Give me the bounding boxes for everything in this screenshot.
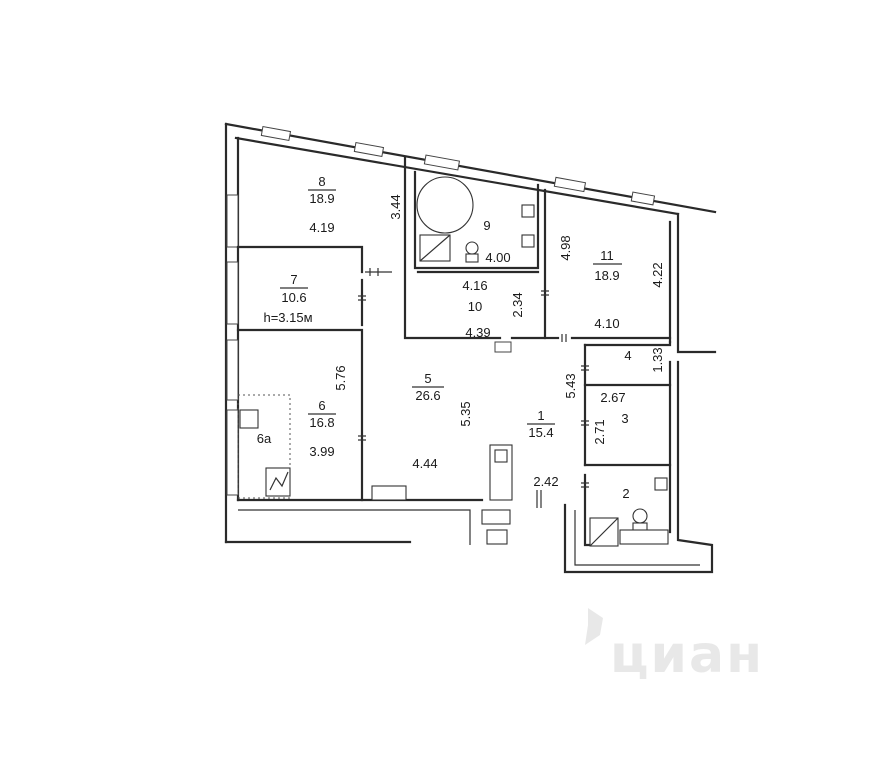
toilet-9 xyxy=(465,241,479,255)
shower-diagonal-9 xyxy=(419,234,451,262)
room-5-dim-b: 4.44 xyxy=(412,456,437,471)
room-2-number: 2 xyxy=(622,486,629,501)
radiator-entry xyxy=(481,509,511,525)
room-4-dim: 1.33 xyxy=(650,347,665,372)
wall-7-6 xyxy=(236,328,364,502)
room-10-dim-a: 4.16 xyxy=(462,278,487,293)
sink-6a xyxy=(239,409,259,429)
room-8-area: 18.9 xyxy=(309,191,334,206)
window-1 xyxy=(260,125,292,142)
watermark-text: циан xyxy=(610,625,764,685)
room-3-dim-b: 2.71 xyxy=(592,419,607,444)
openings xyxy=(358,268,589,508)
window-4 xyxy=(553,176,587,193)
room-6-dim-a: 5.76 xyxy=(333,365,348,390)
room-11-dim-b: 4.22 xyxy=(650,262,665,287)
room-3-dim-a: 2.67 xyxy=(600,390,625,405)
opening-10-11 xyxy=(541,290,549,296)
room-11-number: 11 xyxy=(600,248,614,263)
cabinet-1-inner xyxy=(494,449,508,463)
room-10-number: 10 xyxy=(468,299,482,314)
room-8-number: 8 xyxy=(318,174,325,189)
room-11-dim-a: 4.98 xyxy=(558,235,573,260)
bathtub-round xyxy=(416,176,474,234)
radiator-5 xyxy=(371,485,407,501)
room-8-dim-b: 3.44 xyxy=(388,194,403,219)
opening-7-5 xyxy=(358,295,366,301)
window-left-2 xyxy=(226,261,239,325)
heater-symbol xyxy=(269,471,289,491)
shower-diagonal-2 xyxy=(589,517,619,547)
bottom-wall-step xyxy=(238,509,471,545)
cian-watermark: циан xyxy=(585,608,764,685)
cian-logo-icon xyxy=(585,608,603,645)
room-7-area: 10.6 xyxy=(281,290,306,305)
interior-walls xyxy=(236,156,672,547)
room-5-number: 5 xyxy=(424,371,431,386)
wall-9-10-left xyxy=(403,156,502,340)
opening-11-1 xyxy=(561,334,567,342)
window-left-1 xyxy=(226,194,239,248)
opening-1-3 xyxy=(581,420,589,426)
right-wall-upper xyxy=(676,212,717,354)
heater-6a xyxy=(265,467,291,497)
room-7-number: 7 xyxy=(290,272,297,287)
toilet-2 xyxy=(632,508,648,524)
room-9-dim: 4.00 xyxy=(485,250,510,265)
room-5-area: 26.6 xyxy=(415,388,440,403)
opening-entrance xyxy=(536,490,542,508)
door-10 xyxy=(494,341,512,353)
room-6-dim-b: 3.99 xyxy=(309,444,334,459)
wall-4-top xyxy=(583,340,672,347)
counter-2 xyxy=(619,529,669,545)
room-1-number: 1 xyxy=(537,408,544,423)
windows xyxy=(226,125,656,496)
radiator-entry-2 xyxy=(486,529,508,545)
opening-1-2 xyxy=(581,482,589,488)
window-left-4 xyxy=(226,409,239,496)
room-6-area: 16.8 xyxy=(309,415,334,430)
room-7-height: h=3.15м xyxy=(263,310,312,325)
room-1-area: 15.4 xyxy=(528,425,553,440)
right-wall-lower xyxy=(563,360,714,574)
opening-1-4 xyxy=(581,365,589,371)
room-9-number: 9 xyxy=(483,218,490,233)
sink-9b xyxy=(521,234,535,248)
room-labels: 8 18.9 4.19 3.44 9 4.00 11 18.9 4.98 4.2… xyxy=(257,174,665,501)
room-10-dim-b: 2.34 xyxy=(510,292,525,317)
wall-9-box xyxy=(413,170,540,270)
window-3 xyxy=(423,154,461,171)
outer-walls xyxy=(224,122,717,574)
opening-8-5 xyxy=(365,268,392,276)
bottom-right-step xyxy=(574,510,700,566)
room-4-number: 4 xyxy=(624,348,631,363)
sink-9a xyxy=(521,204,535,218)
window-left-3 xyxy=(226,339,239,401)
window-2 xyxy=(353,141,385,158)
room-8-dim-a: 4.19 xyxy=(309,220,334,235)
room-1-dim-a: 5.43 xyxy=(563,373,578,398)
room-5-dim-a: 5.35 xyxy=(458,401,473,426)
fixtures xyxy=(237,176,669,547)
room-10-dim-c: 4.39 xyxy=(465,325,490,340)
room-3-number: 3 xyxy=(621,411,628,426)
niche-6a xyxy=(237,394,291,499)
toilet-tank-9 xyxy=(465,253,479,263)
room-1-dim-b: 2.42 xyxy=(533,474,558,489)
wall-8-7 xyxy=(236,245,364,274)
window-5 xyxy=(630,191,656,206)
sink-2 xyxy=(654,477,668,491)
room-6a-number: 6а xyxy=(257,431,272,446)
room-11-dim-c: 4.10 xyxy=(594,316,619,331)
top-wall-inner xyxy=(234,136,680,216)
room-6-number: 6 xyxy=(318,398,325,413)
opening-6-5 xyxy=(358,435,366,441)
room-11-area: 18.9 xyxy=(594,268,619,283)
